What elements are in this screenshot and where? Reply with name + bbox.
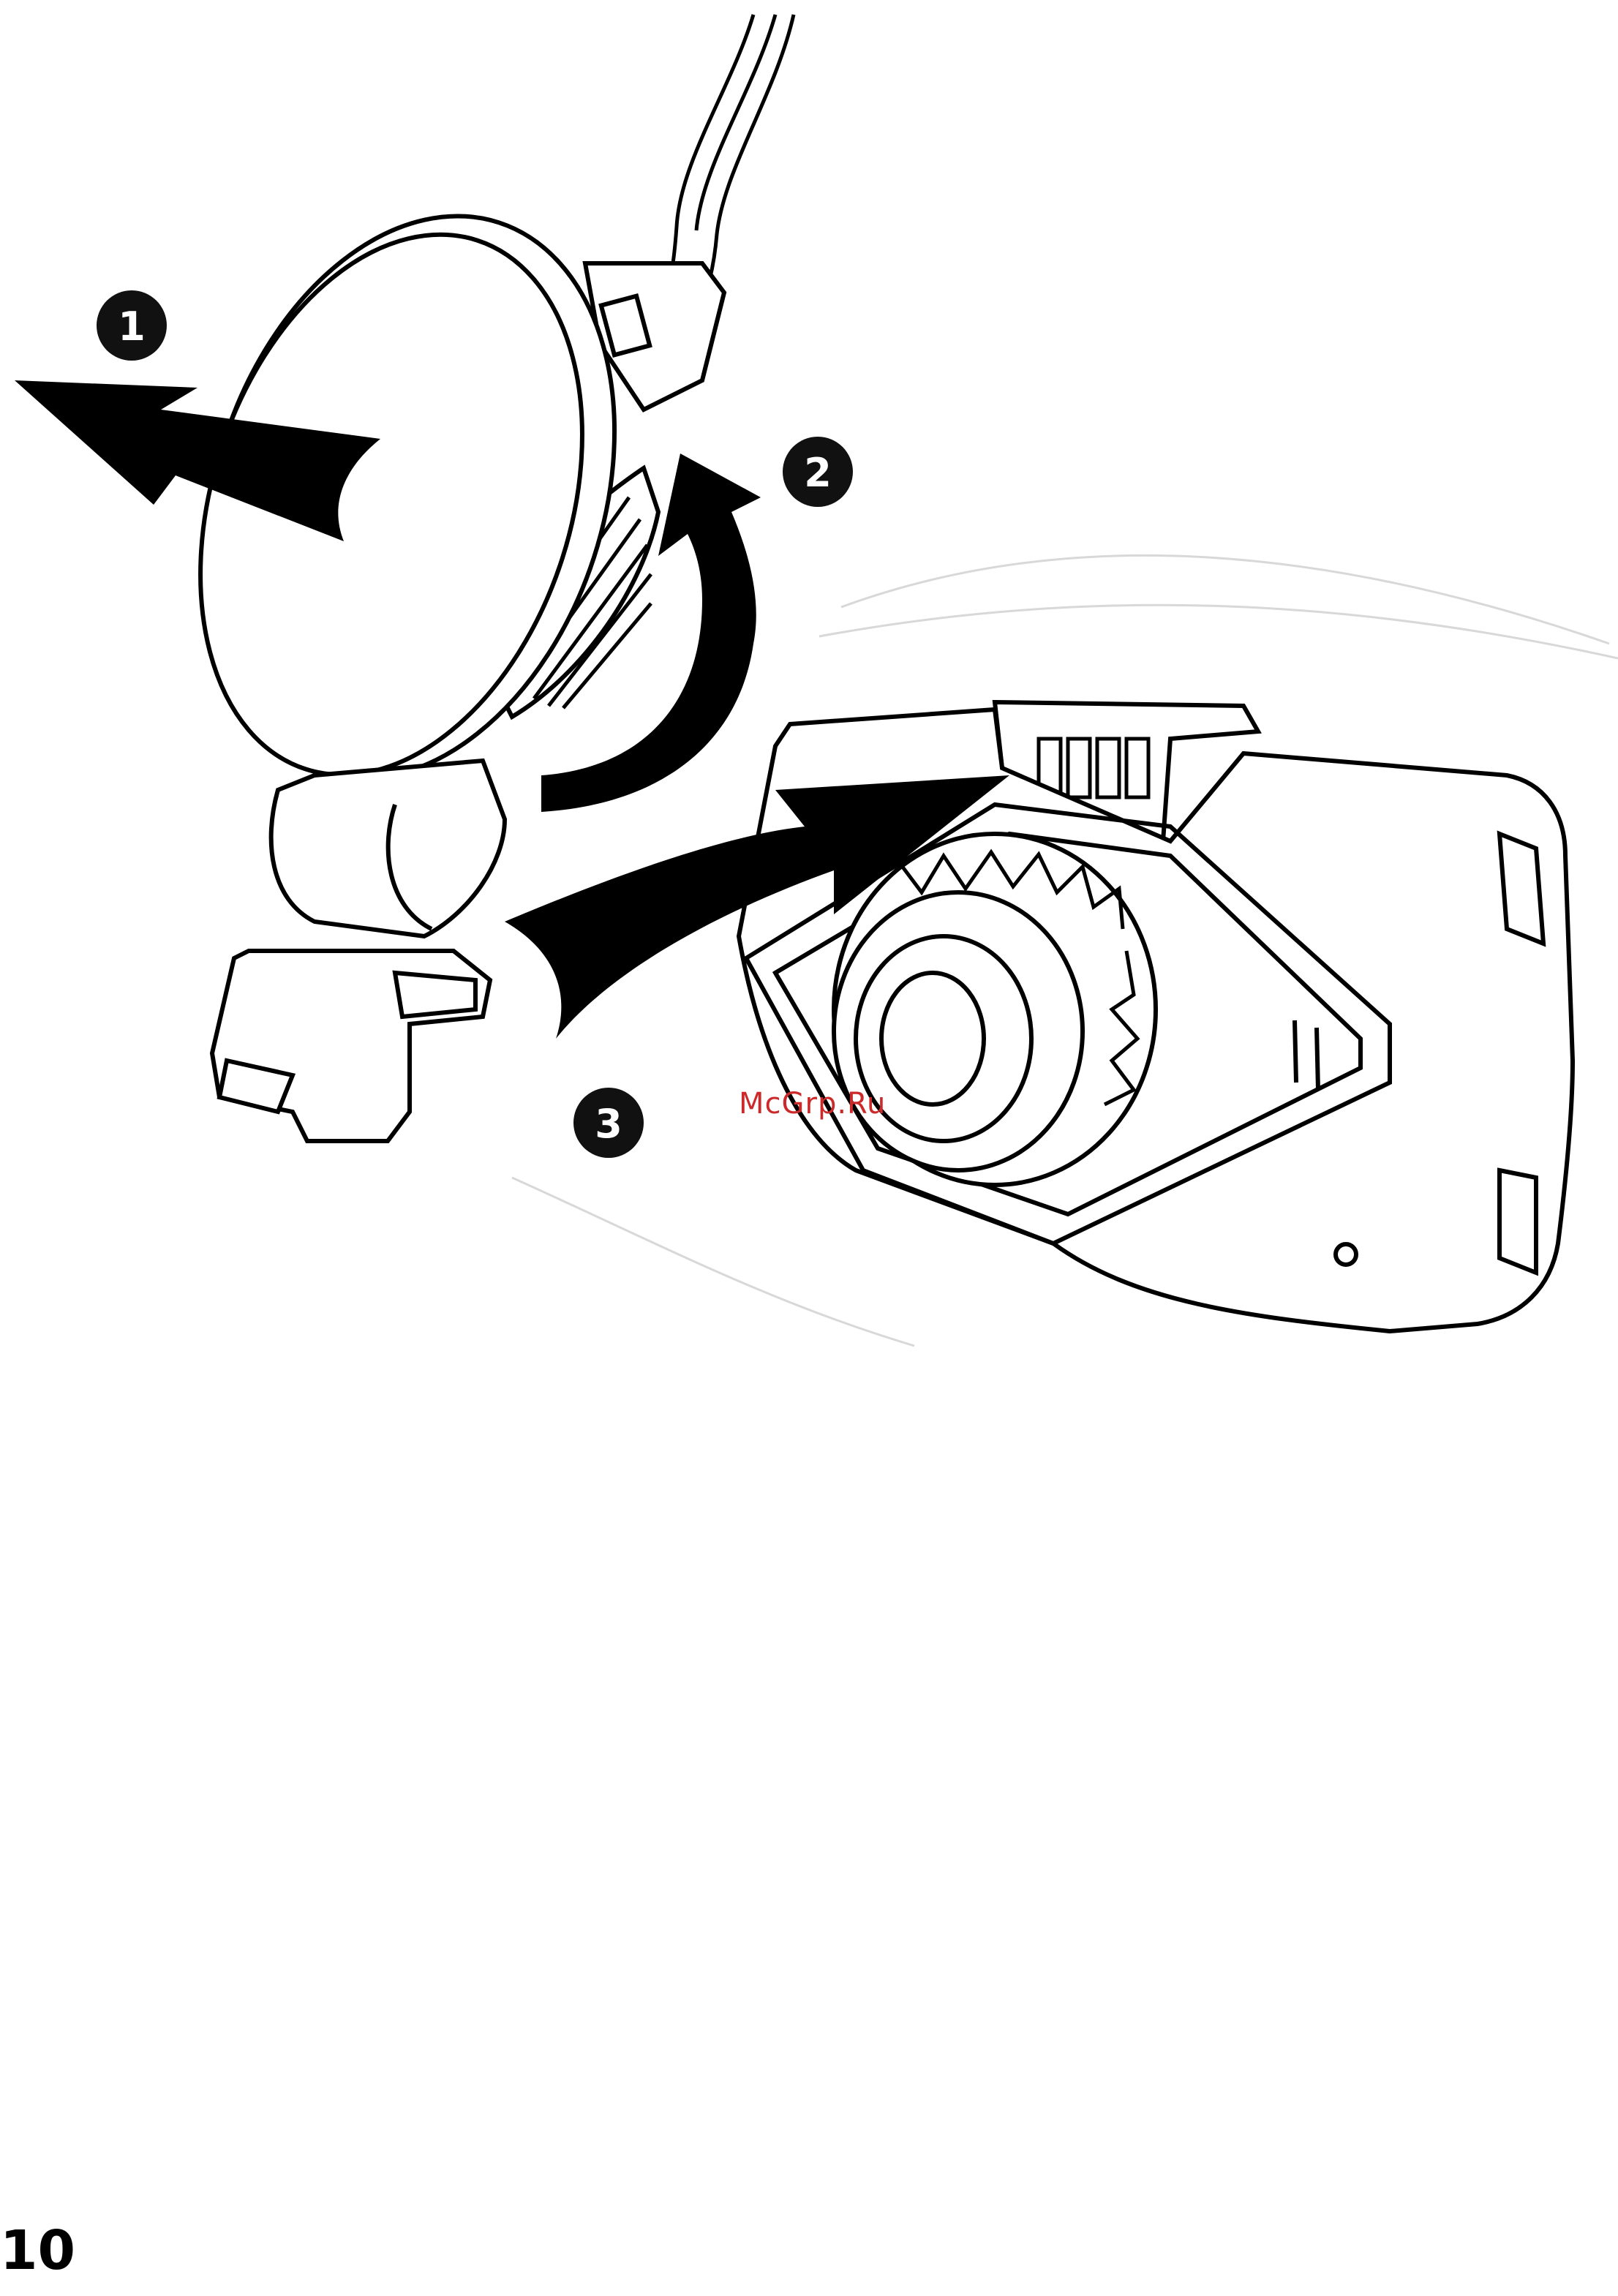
step-number-1: 1 <box>118 304 146 350</box>
step-badge-1: 1 <box>97 290 167 361</box>
step-number-3: 3 <box>595 1101 622 1147</box>
page-number: 10 <box>0 2224 75 2278</box>
step-number-2: 2 <box>804 450 832 496</box>
step-badge-3: 3 <box>573 1088 644 1158</box>
suction-mount <box>135 162 724 1141</box>
installation-illustration: 1 2 3 <box>0 0 1618 1360</box>
step-badge-2: 2 <box>783 437 853 507</box>
watermark-text: McGrp.Ru <box>739 1087 886 1121</box>
